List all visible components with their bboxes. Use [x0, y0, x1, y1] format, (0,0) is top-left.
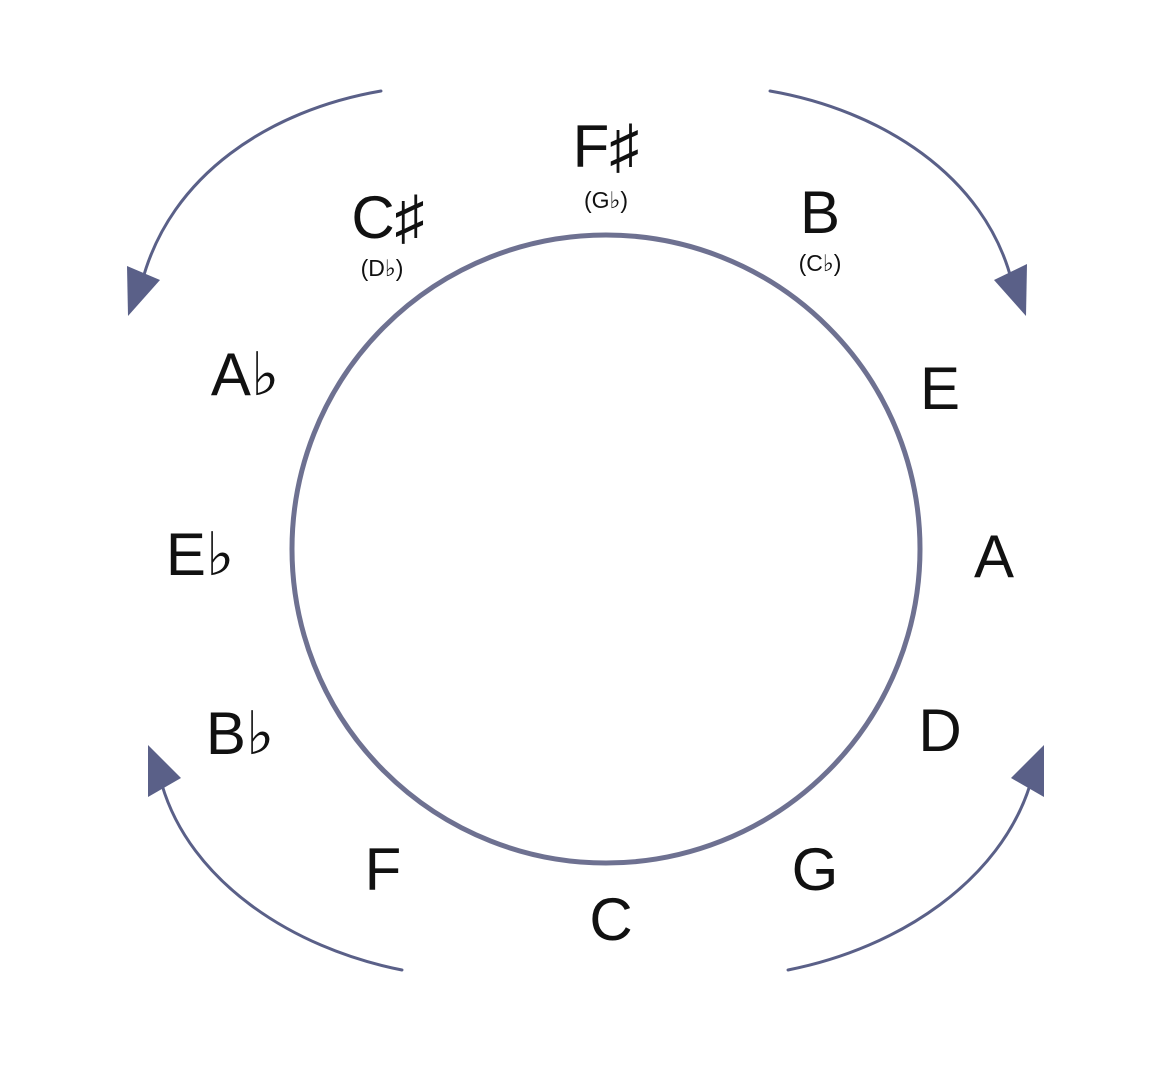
svg-text:B♭: B♭	[206, 700, 274, 767]
arrow-bottom-left-shaft	[160, 783, 404, 972]
svg-text:C♯: C♯	[351, 184, 424, 251]
arrow-bottom-left	[148, 745, 404, 972]
svg-text:G: G	[792, 836, 839, 903]
note-label-a-flat: A♭	[211, 341, 279, 408]
arrow-top-left-shaft	[140, 89, 383, 284]
note-label-d: D	[918, 697, 961, 764]
arrow-top-left	[127, 89, 383, 316]
arrow-top-right-shaft	[768, 89, 1014, 284]
note-label-b: B (C♭)	[799, 179, 842, 276]
arrow-bottom-right-head	[1011, 745, 1044, 797]
svg-text:D: D	[918, 697, 961, 764]
svg-text:C: C	[589, 886, 632, 953]
svg-text:E♭: E♭	[166, 521, 234, 588]
note-label-f-sharp: F♯ (G♭)	[573, 113, 640, 213]
svg-text:(G♭): (G♭)	[584, 187, 628, 213]
svg-text:B: B	[800, 179, 840, 246]
arrow-bottom-right	[786, 745, 1044, 972]
circle-of-fifths-ring	[289, 232, 923, 866]
svg-text:E: E	[920, 355, 960, 422]
note-label-b-flat: B♭	[206, 700, 274, 767]
direction-arrows	[127, 89, 1044, 972]
svg-text:A♭: A♭	[211, 341, 279, 408]
arrow-bottom-left-head	[148, 745, 181, 797]
arrow-top-left-head	[127, 266, 160, 316]
note-label-g: G	[792, 836, 839, 903]
note-label-e-flat: E♭	[166, 521, 234, 588]
svg-text:A: A	[974, 523, 1014, 590]
note-label-c-sharp: C♯ (D♭)	[351, 184, 424, 281]
svg-text:(D♭): (D♭)	[361, 255, 404, 281]
svg-text:(C♭): (C♭)	[799, 250, 842, 276]
note-label-c: C	[589, 886, 632, 953]
svg-text:F♯: F♯	[573, 113, 640, 180]
note-label-a: A	[974, 523, 1014, 590]
note-label-e: E	[920, 355, 960, 422]
arrow-bottom-right-shaft	[786, 783, 1032, 972]
svg-text:F: F	[365, 836, 402, 903]
arrow-top-right-head	[994, 264, 1027, 316]
arrow-top-right	[768, 89, 1027, 316]
note-label-f: F	[365, 836, 402, 903]
